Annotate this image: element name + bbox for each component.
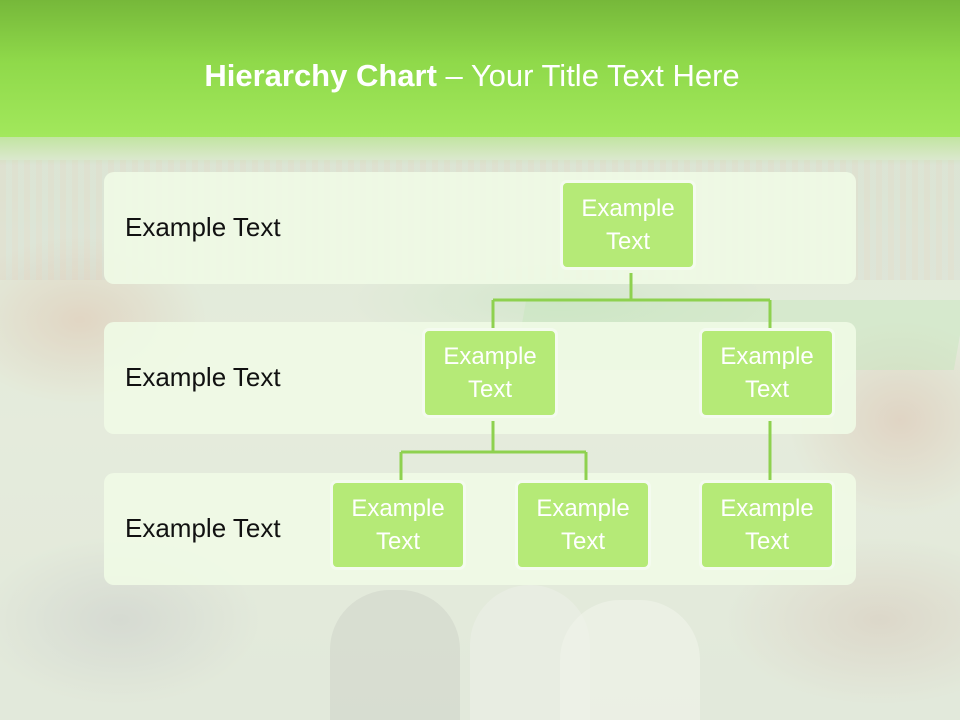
node-label: Example Text	[351, 495, 445, 555]
row-label: Example Text	[125, 212, 281, 242]
row-label: Example Text	[125, 362, 281, 392]
title-bar-fade	[0, 137, 960, 165]
connector-left-branch	[399, 421, 588, 482]
row-label: Example Text	[125, 513, 281, 543]
slide-title-rest: – Your Title Text Here	[436, 58, 740, 93]
node-label: Example Text	[443, 343, 537, 403]
node-level3-b[interactable]: Example Text	[515, 480, 651, 570]
node-level2-right[interactable]: Example Text	[699, 328, 835, 418]
title-bar	[0, 0, 960, 137]
slide-title-bold: Hierarchy Chart	[204, 58, 437, 93]
node-label: Example Text	[720, 495, 814, 555]
node-label: Example Text	[720, 343, 814, 403]
connector-root	[491, 273, 772, 330]
node-level2-left[interactable]: Example Text	[422, 328, 558, 418]
node-label: Example Text	[536, 495, 630, 555]
slide-title: Hierarchy Chart – Your Title Text Here	[0, 54, 944, 98]
node-label: Example Text	[581, 195, 675, 255]
node-level3-a[interactable]: Example Text	[330, 480, 466, 570]
hierarchy-row-1: Example Text	[104, 172, 856, 284]
node-level3-c[interactable]: Example Text	[699, 480, 835, 570]
node-root[interactable]: Example Text	[560, 180, 696, 270]
